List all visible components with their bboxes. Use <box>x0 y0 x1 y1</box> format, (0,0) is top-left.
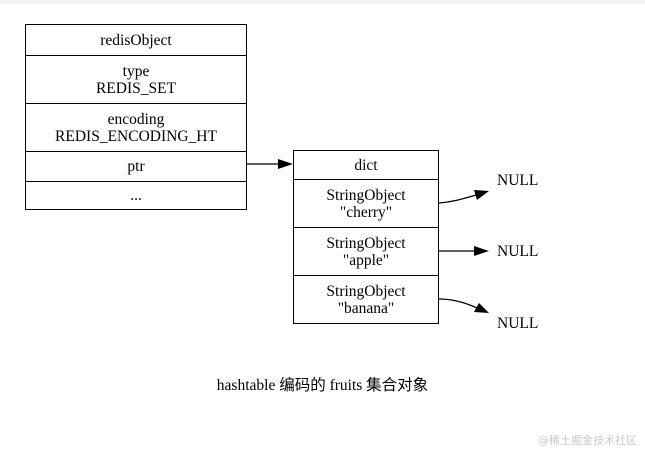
null-label-cherry: NULL <box>497 172 539 189</box>
banana-to-null-arrow <box>438 298 489 313</box>
entry-value: "banana" <box>337 299 395 317</box>
type-cell: type REDIS_SET <box>26 55 246 103</box>
null-label-apple: NULL <box>497 243 539 260</box>
more-label: ... <box>130 187 142 204</box>
diagram-caption: hashtable 编码的 fruits 集合对象 <box>216 377 429 394</box>
ptr-label: ptr <box>127 158 145 175</box>
dict-title: dict <box>354 156 378 174</box>
entry-type: StringObject <box>326 234 406 252</box>
top-strip <box>0 0 645 4</box>
redis-object-title: redisObject <box>100 31 172 49</box>
dict-entry-apple: StringObject "apple" <box>294 227 438 275</box>
redis-object-box: redisObject type REDIS_SET encoding REDI… <box>25 24 247 210</box>
entry-type: StringObject <box>326 282 406 300</box>
dict-box: dict StringObject "cherry" StringObject … <box>293 150 439 324</box>
apple-to-null-arrow <box>439 246 489 256</box>
entry-type: StringObject <box>326 186 406 204</box>
more-cell: ... <box>26 181 246 209</box>
encoding-label: encoding <box>107 110 165 128</box>
encoding-value: REDIS_ENCODING_HT <box>55 127 217 145</box>
ptr-cell: ptr <box>26 151 246 181</box>
redis-object-title-cell: redisObject <box>26 25 246 55</box>
entry-value: "apple" <box>342 251 390 269</box>
dict-entry-banana: StringObject "banana" <box>294 275 438 323</box>
encoding-cell: encoding REDIS_ENCODING_HT <box>26 103 246 151</box>
null-label-banana: NULL <box>497 315 539 332</box>
entry-value: "cherry" <box>339 203 393 221</box>
type-label: type <box>122 62 150 80</box>
dict-title-cell: dict <box>294 151 438 179</box>
cherry-to-null-arrow <box>438 190 489 204</box>
ptr-to-dict-arrow <box>247 159 293 169</box>
watermark: @稀土掘金技术社区 <box>538 434 637 447</box>
type-value: REDIS_SET <box>95 79 177 97</box>
dict-entry-cherry: StringObject "cherry" <box>294 179 438 227</box>
